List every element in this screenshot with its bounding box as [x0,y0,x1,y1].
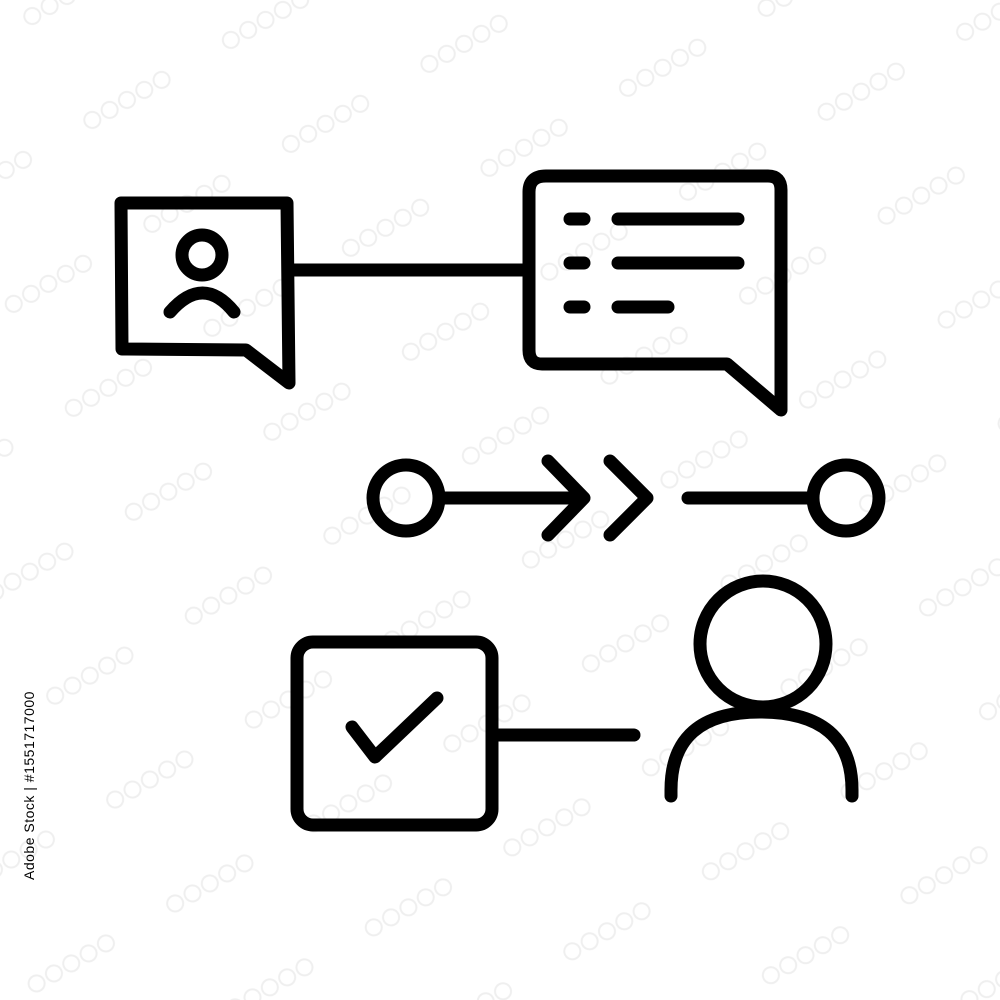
end-node-icon [806,458,886,538]
message-list-speech-bubble-icon [522,169,788,417]
flow-arrow-line [366,454,886,542]
chevron-2-icon [603,454,654,542]
start-node-icon [366,458,446,538]
stock-id-label: Adobe Stock | #1551717000 [21,691,37,880]
user-avatar-icon [664,574,859,803]
user-speech-bubble-icon [114,196,296,390]
checked-box-icon [290,635,499,832]
chevron-1-icon [541,454,591,542]
